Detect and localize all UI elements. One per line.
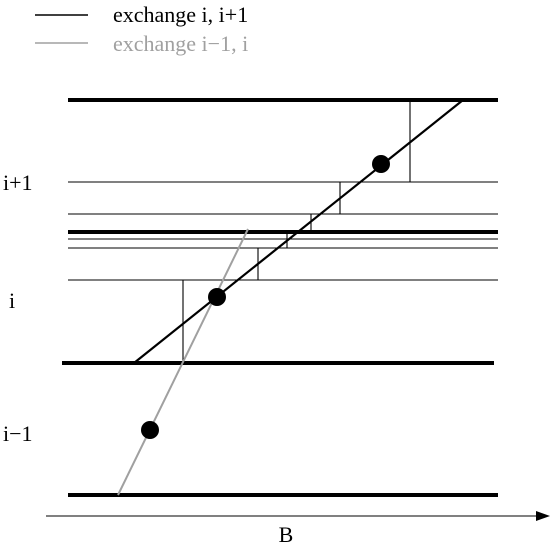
x-axis: B (46, 511, 550, 547)
point-upper (372, 155, 390, 173)
level-boundaries (62, 98, 498, 497)
level-label-i-minus-1: i−1 (3, 421, 33, 446)
legend-label-exchange-im1-i: exchange i−1, i (113, 31, 248, 56)
level-label-i: i (9, 288, 15, 313)
diagonal-exchange-im1-i (117, 228, 249, 496)
points (141, 155, 390, 439)
point-lower (141, 421, 159, 439)
legend-label-exchange-i-i1: exchange i, i+1 (113, 2, 248, 27)
level-label-i-plus-1: i+1 (3, 170, 33, 195)
thin-levels (68, 181, 498, 281)
axis-arrowhead-icon (536, 511, 550, 521)
axis-label: B (279, 522, 294, 547)
level-labels: i+1 i i−1 (3, 170, 33, 446)
diagonal-exchange-i-i1 (133, 99, 464, 364)
point-middle (208, 288, 226, 306)
legend: exchange i, i+1 exchange i−1, i (35, 2, 248, 56)
